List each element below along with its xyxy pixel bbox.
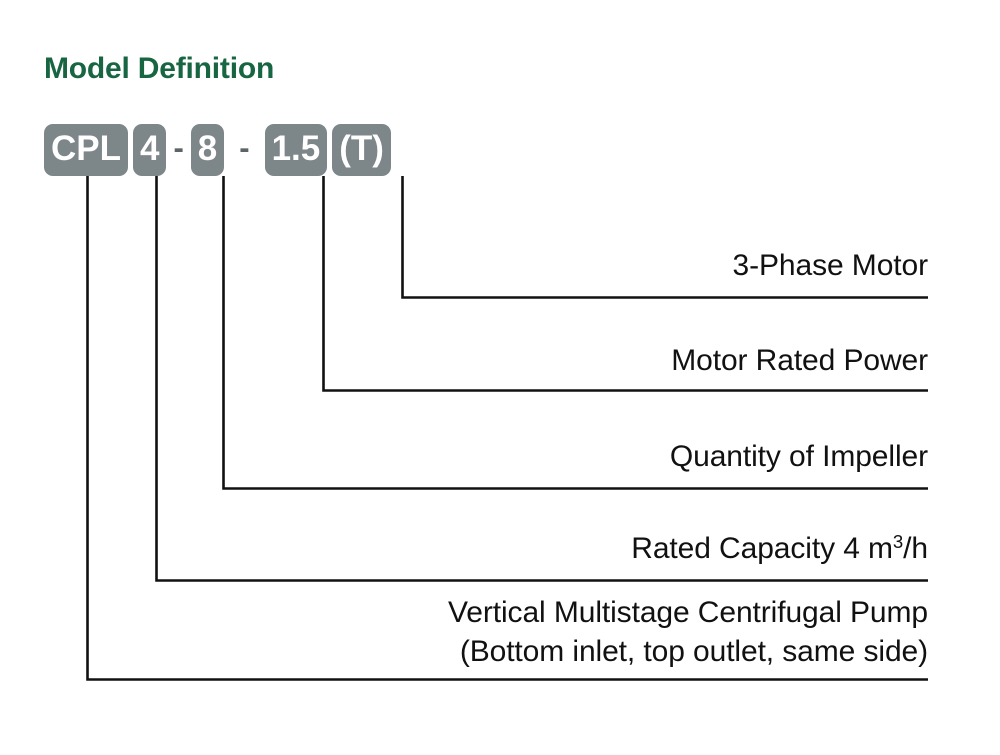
separator-dash-1: - — [173, 129, 184, 165]
separator-dash-2: - — [239, 129, 250, 165]
badge-power-label: 1.5 — [271, 128, 321, 168]
page-title: Model Definition — [44, 52, 275, 85]
callout-text-capacity-suffix: /h — [903, 532, 928, 565]
callout-text-impeller: Quantity of Impeller — [669, 440, 928, 473]
badge-capacity-label: 4 — [140, 128, 160, 168]
badge-phase-label: (T) — [339, 128, 384, 168]
model-code-row: CPL 4 - 8 - 1.5 (T) — [44, 124, 391, 176]
callout-text-power: Motor Rated Power — [671, 344, 928, 377]
callout-label-phase: 3-Phase Motor — [732, 246, 929, 285]
badge-capacity[interactable]: 4 — [133, 124, 167, 176]
badge-series-label: CPL — [51, 128, 121, 168]
callout-label-power: Motor Rated Power — [671, 341, 928, 380]
callout-text-capacity-superscript: 3 — [892, 531, 904, 553]
callout-label-pump: Vertical Multistage Centrifugal Pump (Bo… — [448, 593, 928, 671]
badge-stages-label: 8 — [197, 128, 218, 168]
badge-power[interactable]: 1.5 — [264, 124, 328, 176]
callout-text-capacity-prefix: Rated Capacity 4 m — [631, 532, 893, 565]
callout-label-impeller: Quantity of Impeller — [670, 437, 928, 476]
badge-phase[interactable]: (T) — [332, 124, 391, 176]
callout-text-pump-line1: Vertical Multistage Centrifugal Pump — [448, 596, 928, 629]
badge-series[interactable]: CPL — [44, 124, 128, 176]
badge-stages[interactable]: 8 — [190, 124, 225, 176]
callout-label-capacity: Rated Capacity 4 m3/h — [631, 529, 928, 568]
callout-text-pump-line2: (Bottom inlet, top outlet, same side) — [459, 635, 928, 668]
callout-text-phase: 3-Phase Motor — [732, 249, 929, 282]
